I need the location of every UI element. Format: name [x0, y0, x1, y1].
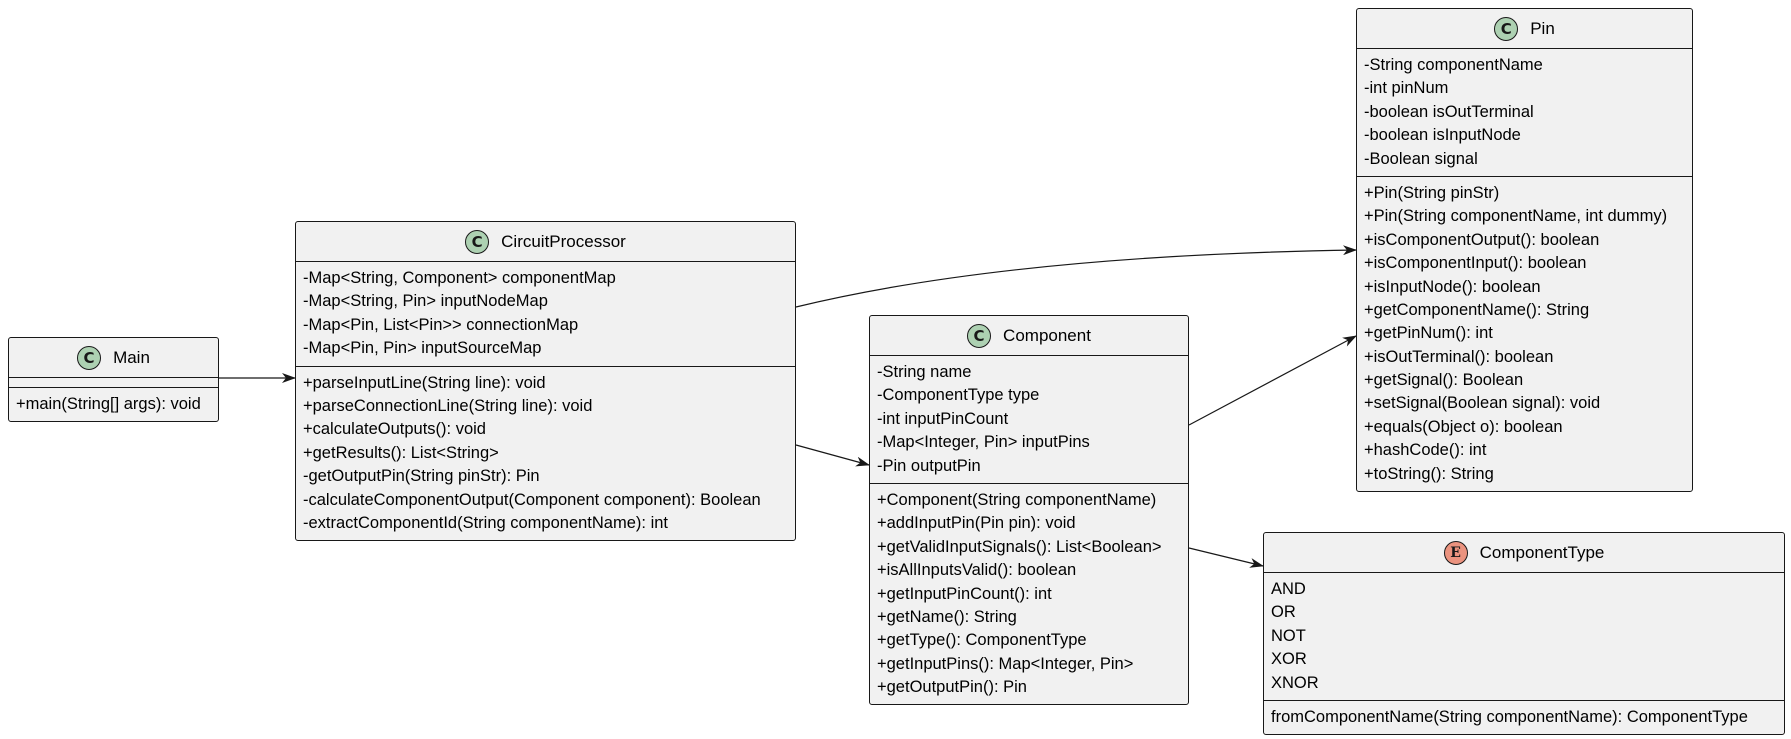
method-row: +isComponentOutput(): boolean: [1364, 230, 1600, 249]
field-row: -Boolean signal: [1364, 149, 1478, 168]
class-main-methods: +main(String[] args): void: [9, 387, 218, 421]
class-pin: C Pin -String componentName -int pinNum …: [1356, 8, 1693, 493]
method-row: +isAllInputsValid(): boolean: [877, 561, 1077, 580]
method-row: +getInputPins(): Map<Integer, Pin>: [877, 654, 1134, 673]
field-row: -boolean isOutTerminal: [1364, 102, 1534, 121]
enum-componenttype-header: E ComponentType: [1264, 533, 1784, 573]
field-row: -Map<Integer, Pin> inputPins: [877, 433, 1090, 452]
field-row: -String componentName: [1364, 56, 1543, 74]
enum-value-row: OR: [1271, 603, 1296, 622]
enum-value-row: XOR: [1271, 650, 1307, 669]
class-circuitprocessor-fields: -Map<String, Component> componentMap -Ma…: [296, 262, 795, 366]
method-row: +Component(String componentName): [877, 490, 1157, 509]
field-row: -ComponentType type: [877, 386, 1040, 405]
method-row: +getType(): ComponentType: [877, 631, 1087, 650]
method-row: +getOutputPin(): Pin: [877, 678, 1027, 697]
enum-componenttype: E ComponentType AND OR NOT XOR XNOR from…: [1263, 532, 1785, 736]
class-circuitprocessor-methods: +parseInputLine(String line): void +pars…: [296, 365, 795, 541]
method-row: -calculateComponentOutput(Component comp…: [303, 490, 761, 509]
class-circuitprocessor-header: C CircuitProcessor: [296, 222, 795, 262]
class-icon: C: [465, 229, 490, 254]
enum-value-row: AND: [1271, 580, 1306, 598]
enum-value-row: XNOR: [1271, 673, 1319, 692]
arrow-circuitprocessor-to-pin: [795, 245, 1357, 308]
class-icon: C: [1494, 16, 1519, 41]
field-row: -Map<Pin, Pin> inputSourceMap: [303, 339, 542, 358]
method-row: fromComponentName(String componentName):…: [1271, 707, 1748, 726]
class-component: C Component -String name -ComponentType …: [869, 315, 1189, 706]
method-row: +isComponentInput(): boolean: [1364, 254, 1587, 273]
method-row: +addInputPin(Pin pin): void: [877, 514, 1076, 533]
method-row: -getOutputPin(String pinStr): Pin: [303, 467, 540, 486]
arrow-component-to-componenttype: [1188, 547, 1264, 568]
enum-componenttype-methods: fromComponentName(String componentName):…: [1264, 699, 1784, 734]
method-row: +parseInputLine(String line): void: [303, 373, 546, 392]
class-main: C Main +main(String[] args): void: [8, 337, 219, 423]
method-row: -extractComponentId(String componentName…: [303, 513, 668, 532]
method-row: +parseConnectionLine(String line): void: [303, 396, 593, 415]
arrow-circuitprocessor-to-component: [795, 444, 870, 467]
class-main-fields: [9, 378, 218, 387]
method-row: +hashCode(): int: [1364, 441, 1487, 460]
class-component-methods: +Component(String componentName) +addInp…: [870, 482, 1188, 705]
method-row: +getValidInputSignals(): List<Boolean>: [877, 537, 1162, 556]
method-row: +getResults(): List<String>: [303, 443, 499, 462]
class-pin-methods: +Pin(String pinStr) +Pin(String componen…: [1357, 175, 1692, 491]
method-row: +toString(): String: [1364, 464, 1494, 483]
class-component-header: C Component: [870, 316, 1188, 356]
enum-componenttype-values: AND OR NOT XOR XNOR: [1264, 573, 1784, 700]
field-row: -Map<String, Pin> inputNodeMap: [303, 292, 548, 311]
method-row: +calculateOutputs(): void: [303, 420, 486, 439]
class-icon: C: [77, 345, 102, 370]
enum-icon: E: [1443, 540, 1468, 565]
arrow-component-to-pin: [1188, 335, 1357, 426]
class-pin-fields: -String componentName -int pinNum -boole…: [1357, 49, 1692, 176]
method-row: +getComponentName(): String: [1364, 300, 1590, 319]
class-circuitprocessor: C CircuitProcessor -Map<String, Componen…: [295, 221, 796, 542]
field-row: -int pinNum: [1364, 79, 1449, 98]
field-row: -Map<Pin, List<Pin>> connectionMap: [303, 315, 579, 334]
field-row: -String name: [877, 363, 972, 381]
class-pin-header: C Pin: [1357, 9, 1692, 49]
method-row: +setSignal(Boolean signal): void: [1364, 394, 1601, 413]
method-row: +isOutTerminal(): boolean: [1364, 347, 1554, 366]
class-component-fields: -String name -ComponentType type -int in…: [870, 356, 1188, 483]
class-main-header: C Main: [9, 338, 218, 378]
field-row: -Map<String, Component> componentMap: [303, 269, 616, 287]
method-row: +isInputNode(): boolean: [1364, 277, 1541, 296]
class-main-name: Main: [113, 347, 150, 367]
method-row: +Pin(String pinStr): [1364, 183, 1500, 202]
class-circuitprocessor-name: CircuitProcessor: [501, 231, 626, 251]
method-row: +equals(Object o): boolean: [1364, 417, 1563, 436]
enum-value-row: NOT: [1271, 626, 1306, 645]
field-row: -Pin outputPin: [877, 456, 981, 475]
class-pin-name: Pin: [1530, 18, 1555, 38]
enum-componenttype-name: ComponentType: [1479, 542, 1605, 562]
method-row: +Pin(String componentName, int dummy): [1364, 207, 1668, 226]
method-row: +getPinNum(): int: [1364, 324, 1493, 343]
method-row: +main(String[] args): void: [16, 395, 201, 413]
method-row: +getInputPinCount(): int: [877, 584, 1052, 603]
class-component-name: Component: [1003, 325, 1091, 345]
field-row: -int inputPinCount: [877, 409, 1009, 428]
class-icon: C: [967, 323, 992, 348]
field-row: -boolean isInputNode: [1364, 126, 1521, 145]
method-row: +getName(): String: [877, 607, 1017, 626]
method-row: +getSignal(): Boolean: [1364, 371, 1524, 390]
